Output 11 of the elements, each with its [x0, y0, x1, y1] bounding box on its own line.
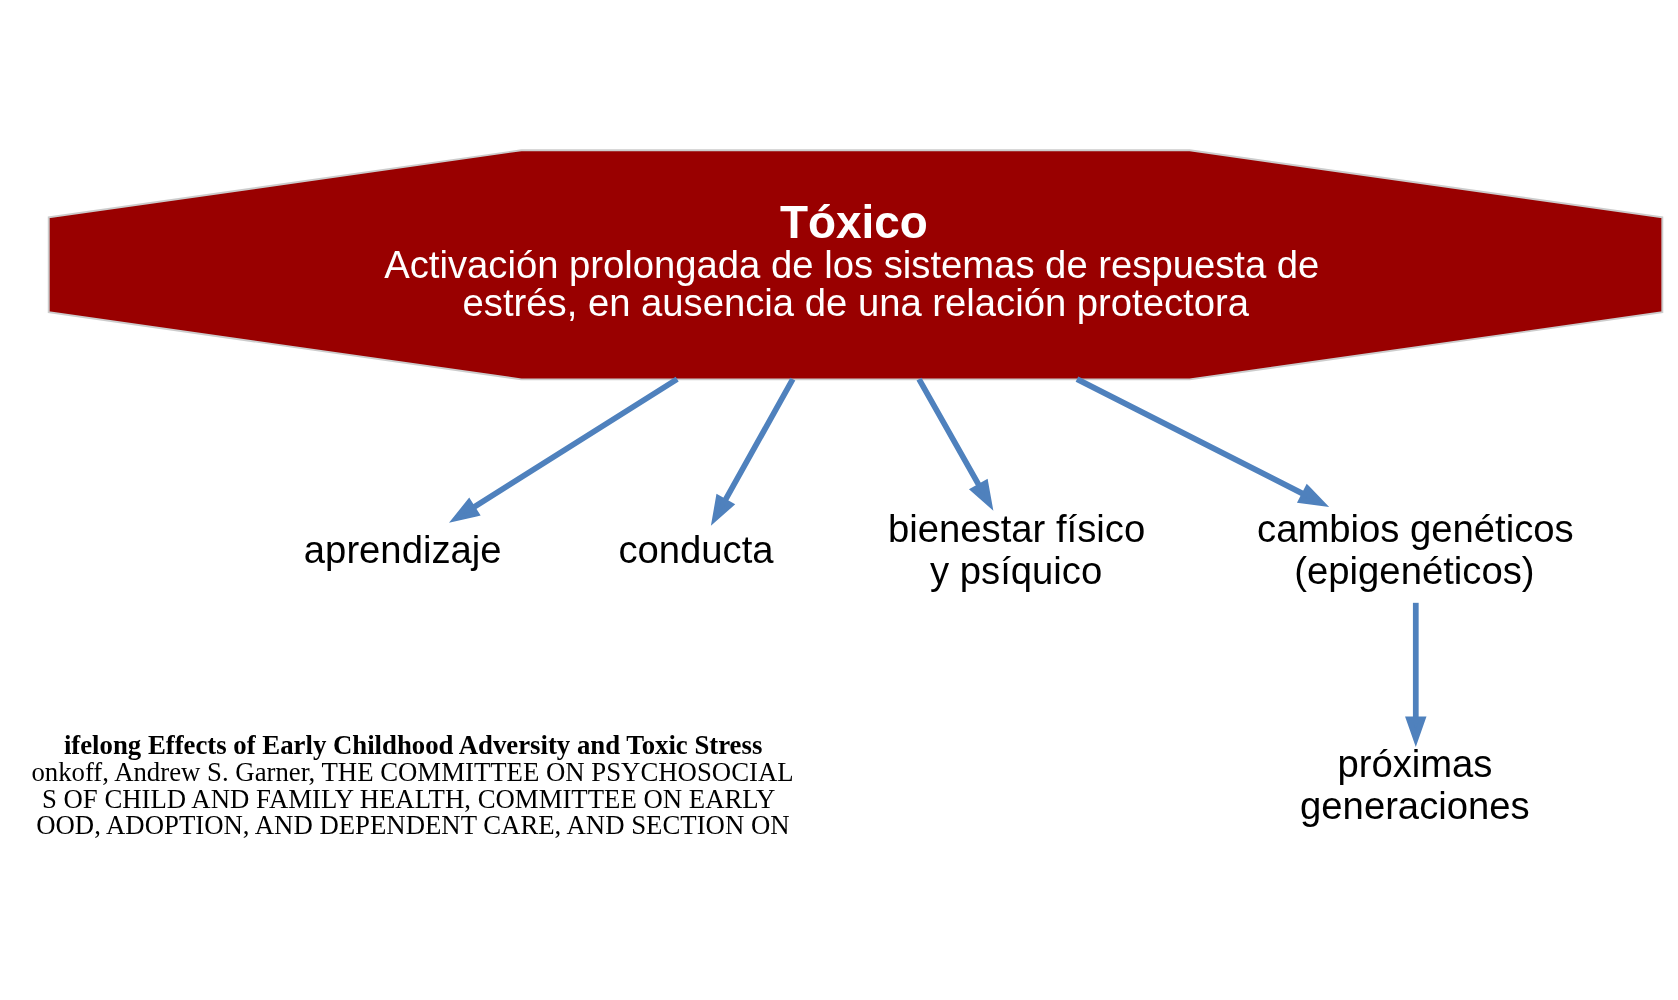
node-text: conducta	[618, 527, 774, 571]
arrow	[1405, 602, 1427, 748]
arrow	[449, 376, 679, 523]
node-text: aprendizaje	[303, 527, 502, 571]
node-text: próximas generaciones	[1300, 741, 1530, 827]
node-text: bienestar físico y psíquico	[888, 506, 1146, 592]
arrow	[1075, 376, 1330, 508]
node-text: cambios genéticos (epigenéticos)	[1257, 506, 1574, 592]
arrow	[710, 377, 796, 526]
arrow	[916, 377, 994, 511]
label: ifelong Effects of Early Childhood Adversity and Toxic Stress	[63, 730, 763, 761]
